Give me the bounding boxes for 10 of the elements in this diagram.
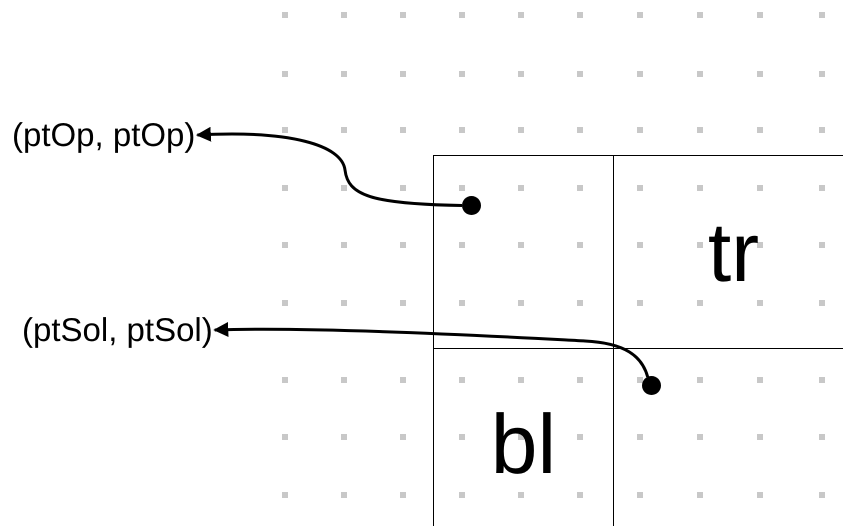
- curved-arrow: [196, 127, 462, 207]
- grid-cell: [613, 348, 843, 526]
- cell-label: tr: [708, 210, 760, 294]
- grid-cell: [433, 348, 613, 526]
- coordinate-label: (ptOp, ptOp): [12, 113, 196, 157]
- grid-cell: [613, 155, 843, 348]
- curved-arrow: [213, 322, 650, 378]
- grid-cell: [433, 155, 613, 348]
- coordinate-label: (ptSol, ptSol): [22, 308, 213, 352]
- cell-label: bl: [490, 402, 556, 486]
